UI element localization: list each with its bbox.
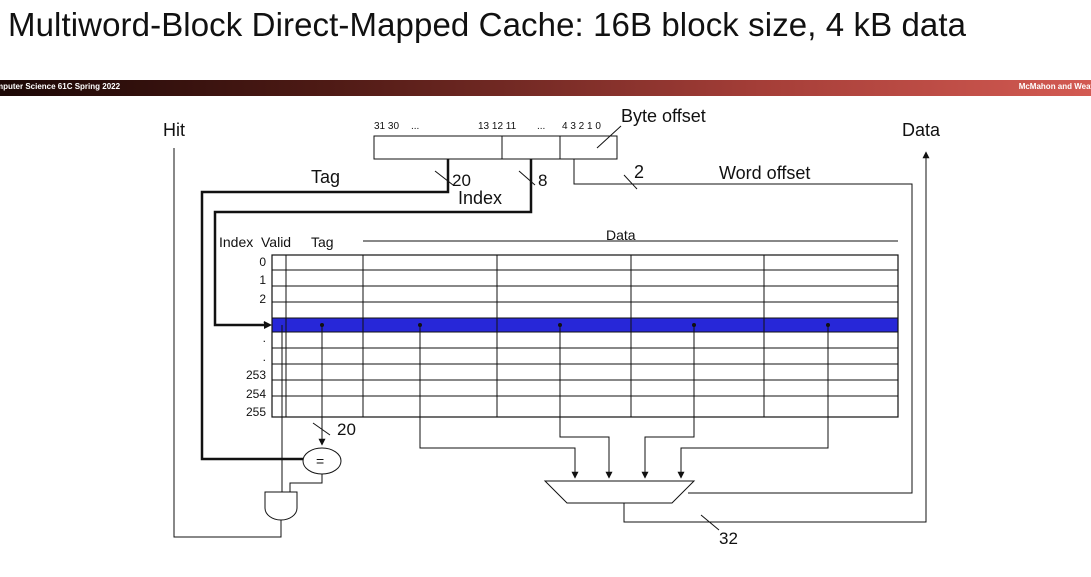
row-index-label: 1: [259, 273, 266, 287]
col-header-data: Data: [606, 227, 636, 243]
cache-table: 0 1 2... 253 254 255: [246, 254, 899, 419]
tag-readout-wire: [312, 323, 331, 446]
authors: McMahon and Weav: [1018, 82, 1091, 91]
row-index-label: 2: [259, 292, 266, 306]
hit-wire: [173, 148, 282, 538]
compare-to-and-wire: [289, 474, 323, 492]
hit-and-gate: [264, 491, 298, 521]
word-offset-width: 2: [634, 162, 644, 182]
row-index-label: .: [263, 331, 266, 345]
data-output-label: Data: [902, 120, 941, 140]
row-index-label: 0: [259, 255, 266, 269]
data-word-wires: [418, 323, 830, 479]
slide-title: Multiword-Block Direct-Mapped Cache: 16B…: [8, 6, 967, 43]
word-select-mux: [543, 480, 696, 504]
row-index-label: 255: [246, 405, 266, 419]
col-header-index: Index: [219, 234, 253, 250]
index-width: 8: [538, 171, 547, 190]
output-data-wire: [623, 151, 930, 531]
row-index-label: .: [263, 350, 266, 364]
index-field-label: Index: [458, 188, 502, 208]
col-header-valid: Valid: [261, 234, 291, 250]
word-offset-label: Word offset: [719, 163, 810, 183]
byte-offset-pointer: [596, 125, 622, 149]
index-wire: [213, 159, 536, 329]
byte-offset-label: Byte offset: [621, 106, 706, 126]
course-banner: mputer Science 61C Spring 2022 McMahon a…: [0, 80, 1091, 96]
comparator-symbol: =: [316, 453, 324, 469]
selected-cache-row: [272, 318, 898, 332]
address-dots-left: ...: [411, 121, 419, 132]
tag-width: 20: [452, 171, 471, 190]
address-dots-mid: ...: [537, 121, 545, 132]
address-bits-mid: 13 12 11: [478, 121, 517, 132]
compare-tag-width: 20: [337, 420, 356, 439]
address-bits-low: 4 3 2 1 0: [562, 121, 601, 132]
tag-comparator: =: [302, 447, 342, 475]
word-offset-wire: [573, 159, 913, 494]
row-index-label: 254: [246, 387, 266, 401]
tag-field-label: Tag: [311, 167, 340, 187]
address-bits-high: 31 30: [374, 121, 399, 132]
hit-label: Hit: [163, 120, 185, 140]
output-width: 32: [719, 529, 738, 548]
col-header-tag: Tag: [311, 234, 334, 250]
tag-wire: [200, 159, 454, 461]
address-register: 31 30 ... 13 12 11 ... 4 3 2 1 0: [373, 121, 618, 160]
row-index-label: 253: [246, 368, 266, 382]
course-name: mputer Science 61C Spring 2022: [0, 82, 121, 91]
row-index-label: .: [263, 312, 266, 326]
